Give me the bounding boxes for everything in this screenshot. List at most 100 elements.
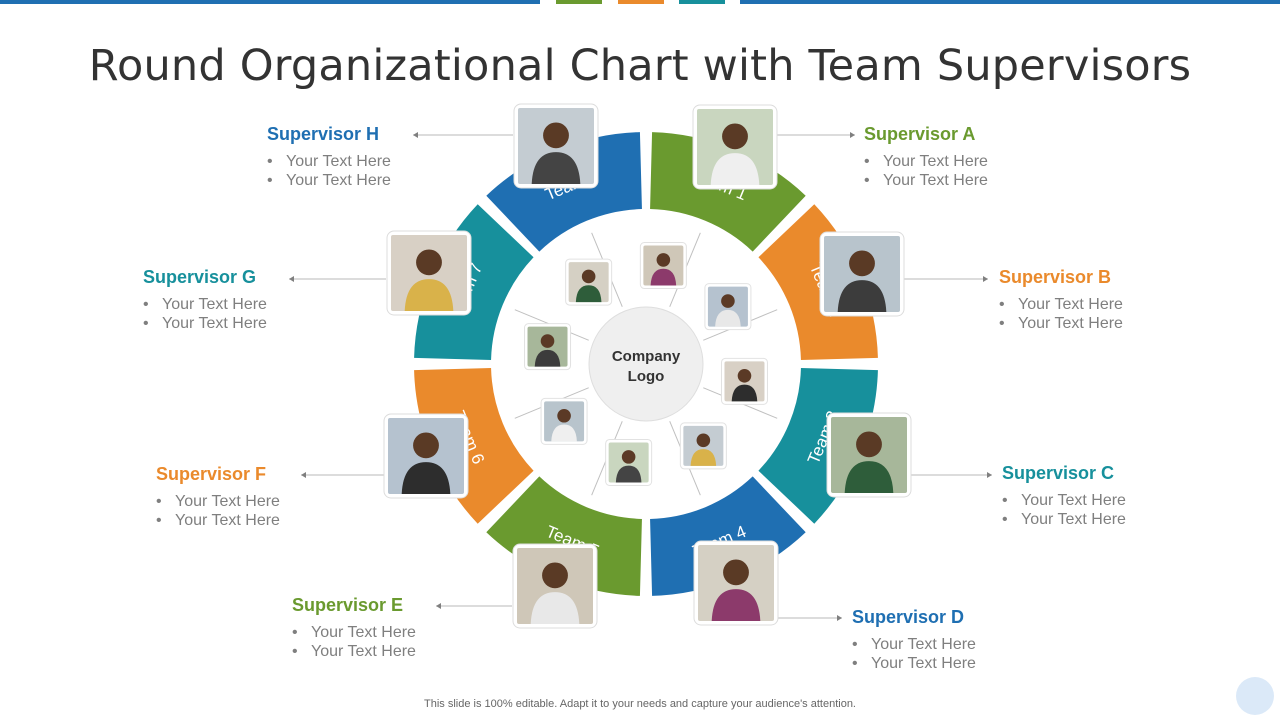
supervisor-bullets: Your Text HereYour Text Here	[1002, 491, 1202, 529]
arrowhead-icon	[837, 615, 842, 621]
photo-body	[575, 285, 602, 303]
supervisor-name: Supervisor B	[999, 267, 1112, 287]
photo-body	[844, 461, 894, 493]
team-member-photo-icon	[540, 397, 588, 445]
photo-body	[690, 449, 717, 466]
photo-body	[401, 462, 451, 494]
photo-head	[621, 450, 636, 464]
company-logo-text: Logo	[628, 368, 665, 385]
arrowhead-icon	[850, 132, 855, 138]
team-member-photo-icon	[565, 258, 613, 306]
photo-head	[856, 431, 882, 458]
team-member-photo-icon	[524, 323, 572, 371]
arrowhead-icon	[301, 472, 306, 478]
bullet-item: Your Text Here	[156, 492, 356, 511]
team-segment-2	[758, 204, 878, 360]
photo-body	[731, 384, 758, 402]
bullet-item: Your Text Here	[267, 152, 467, 171]
photo-head	[416, 249, 442, 276]
team-segment-6	[414, 368, 534, 524]
supervisor-bullets: Your Text HereYour Text Here	[852, 635, 1052, 673]
team-segment-1	[650, 132, 806, 252]
bullet-item: Your Text Here	[143, 314, 343, 333]
corner-circle-button[interactable]	[1236, 677, 1274, 715]
photo-body	[404, 279, 454, 311]
supervisor-name: Supervisor G	[143, 267, 257, 287]
supervisor-bullets: Your Text HereYour Text Here	[156, 492, 356, 530]
photo-head	[849, 250, 875, 277]
photo-body	[710, 153, 760, 185]
footer-note: This slide is 100% editable. Adapt it to…	[424, 698, 856, 710]
supervisor-block-d: Supervisor D Your Text HereYour Text Here	[852, 607, 1052, 673]
supervisor-photo-icon	[819, 231, 905, 317]
photo-body	[650, 268, 677, 286]
arrowhead-icon	[289, 276, 294, 282]
photo-head	[721, 294, 735, 308]
team-segment-7	[414, 204, 534, 360]
photo-body	[615, 465, 642, 483]
team-segment-4	[650, 476, 806, 596]
team-member-photo-icon	[704, 283, 752, 331]
supervisor-block-e: Supervisor E Your Text HereYour Text Here	[292, 595, 492, 661]
supervisor-block-c: Supervisor C Your Text HereYour Text Here	[1002, 463, 1202, 529]
bullet-item: Your Text Here	[292, 623, 492, 642]
photo-head	[737, 368, 752, 383]
supervisor-block-f: Supervisor F Your Text HereYour Text Here	[156, 464, 356, 530]
supervisor-photo-icon	[693, 540, 779, 626]
supervisor-bullets: Your Text HereYour Text Here	[143, 295, 343, 333]
photo-head	[696, 433, 711, 448]
supervisor-block-g: Supervisor G Your Text HereYour Text Here	[143, 267, 343, 333]
supervisor-photo-icon	[826, 412, 912, 498]
bullet-item: Your Text Here	[864, 171, 1064, 190]
supervisor-photo-icon	[383, 413, 469, 499]
photo-head	[413, 432, 439, 459]
photo-body	[551, 424, 577, 442]
photo-body	[530, 592, 580, 624]
company-logo-circle	[588, 306, 704, 422]
top-accent-green	[556, 0, 602, 4]
photo-body	[837, 280, 887, 312]
supervisor-block-h: Supervisor H Your Text HereYour Text Here	[267, 124, 467, 190]
team-member-photo-icon	[720, 357, 768, 405]
supervisor-bullets: Your Text HereYour Text Here	[292, 623, 492, 661]
supervisor-name: Supervisor C	[1002, 463, 1115, 483]
supervisor-bullets: Your Text HereYour Text Here	[864, 152, 1064, 190]
bullet-item: Your Text Here	[143, 295, 343, 314]
supervisor-name: Supervisor E	[292, 595, 404, 615]
photo-head	[722, 123, 748, 150]
photo-body	[531, 152, 581, 184]
photo-head	[543, 122, 569, 149]
bullet-item: Your Text Here	[999, 314, 1199, 333]
supervisor-photo-icon	[386, 230, 472, 316]
photo-body	[711, 589, 761, 621]
bullet-item: Your Text Here	[156, 511, 356, 530]
team-member-photo-icon	[639, 242, 687, 290]
supervisor-name: Supervisor H	[267, 124, 380, 144]
supervisor-name: Supervisor F	[156, 464, 267, 484]
supervisor-name: Supervisor D	[852, 607, 965, 627]
supervisor-name: Supervisor A	[864, 124, 976, 144]
team-segment-3	[758, 368, 878, 524]
photo-head	[557, 408, 571, 423]
bullet-item: Your Text Here	[292, 642, 492, 661]
team-member-photo-icon	[605, 438, 653, 486]
supervisor-photo-icon	[692, 104, 778, 190]
supervisor-bullets: Your Text HereYour Text Here	[267, 152, 467, 190]
supervisor-photo-icon	[513, 103, 599, 189]
supervisor-block-b: Supervisor B Your Text HereYour Text Here	[999, 267, 1199, 333]
bullet-item: Your Text Here	[999, 295, 1199, 314]
bullet-item: Your Text Here	[852, 635, 1052, 654]
bullet-item: Your Text Here	[1002, 491, 1202, 510]
photo-head	[540, 334, 555, 348]
company-logo-text: Company	[612, 348, 681, 365]
bullet-item: Your Text Here	[852, 654, 1052, 673]
bullet-item: Your Text Here	[864, 152, 1064, 171]
team-segment-5	[486, 476, 642, 596]
arrowhead-icon	[413, 132, 418, 138]
page-title: Round Organizational Chart with Team Sup…	[88, 40, 1192, 91]
photo-body	[715, 309, 741, 327]
top-accent-orange	[618, 0, 664, 4]
photo-head	[581, 269, 596, 284]
bullet-item: Your Text Here	[267, 171, 467, 190]
